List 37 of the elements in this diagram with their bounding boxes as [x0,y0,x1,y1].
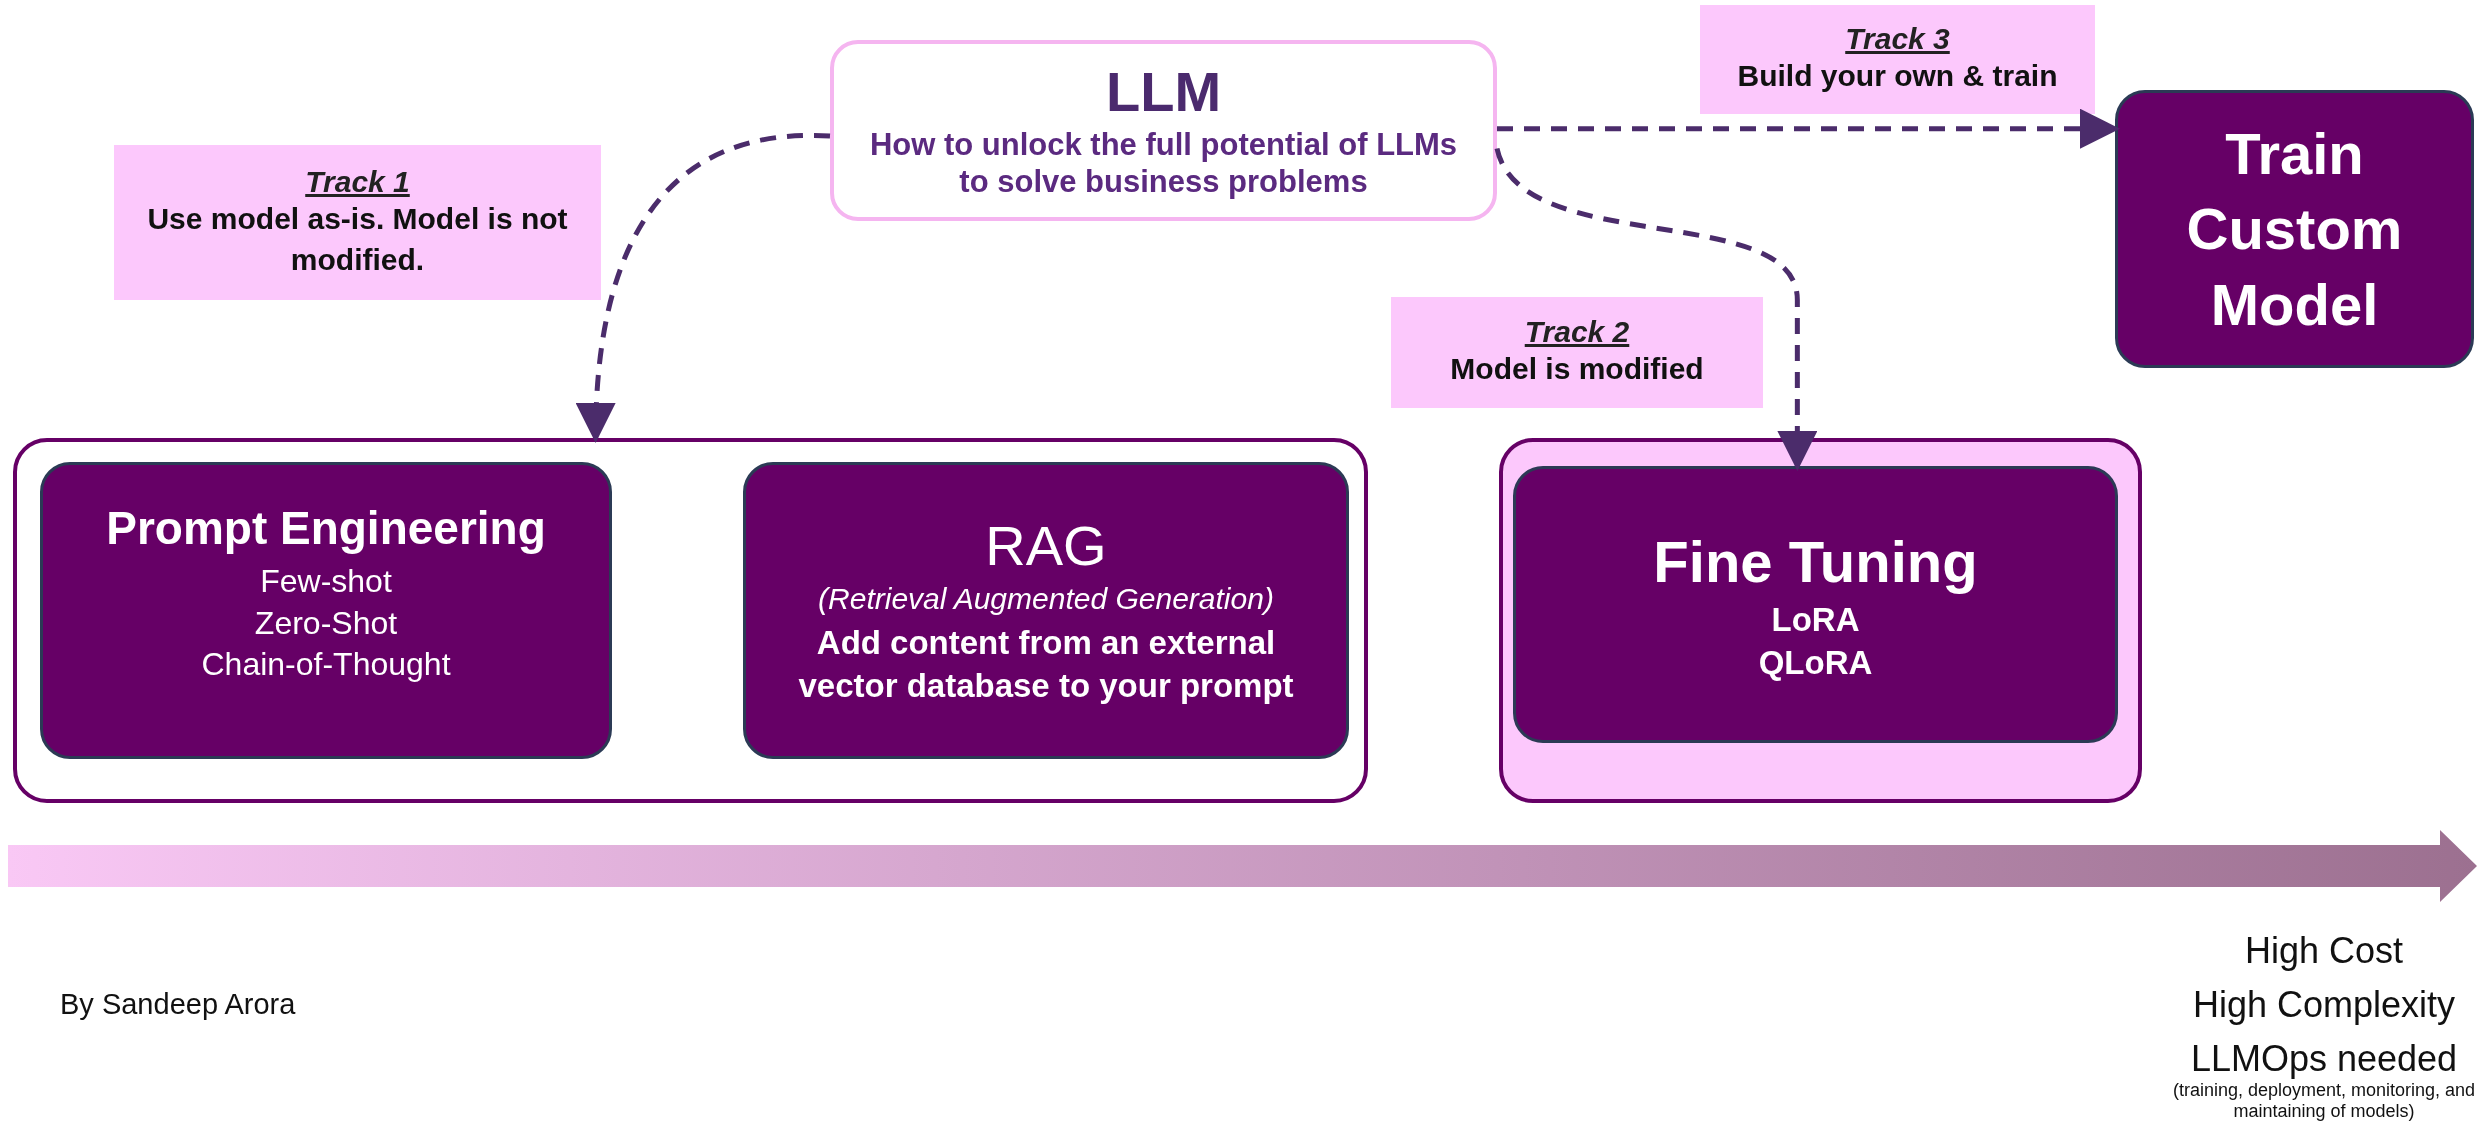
description: Model is modified [1450,351,1704,388]
arrow [1494,147,1818,471]
subtitle: (Retrieval Augmented Generation) [818,582,1274,617]
description: Add content from an external vector database to your prompt [797,623,1295,706]
note-box [1700,5,2095,114]
note-box [114,145,601,300]
process-box [40,462,612,759]
arrow [576,133,830,443]
note-box [1391,297,1763,408]
footnote: (training, deployment, monitoring, and maintaining of models) [2171,1080,2477,1122]
heading: Train Custom Model [2185,119,2404,339]
list-item: Zero-Shot [254,603,398,643]
subtitle: How to unlock the full potential of LLMs to solve business problems [868,125,1459,201]
concept-box [830,40,1497,221]
author-credit: By Sandeep Arora [60,988,296,1021]
group-frame [13,438,1368,803]
process-box [2115,90,2474,368]
description: Build your own & train [1737,58,2058,95]
heading: Fine Tuning [1653,527,1978,596]
heading: Prompt Engineering [106,501,546,555]
list-item: Chain-of-Thought [201,645,451,685]
note: High Cost [2244,930,2404,972]
process-box [743,462,1349,759]
list-item: QLoRA [1758,643,1873,684]
heading: Track 2 [1524,315,1630,350]
heading: RAG [985,513,1107,579]
process-box [1513,466,2118,743]
note: High Complexity [2192,984,2456,1026]
group-panel [1499,438,2142,803]
heading: Track 1 [305,165,410,199]
list-item: LoRA [1771,600,1860,641]
heading: LLM [1105,58,1222,124]
description: Use model as-is. Model is not modified. [146,201,569,278]
arrow [1497,108,2120,149]
note: LLMOps needed [2190,1038,2458,1080]
list-item: Few-shot [260,562,392,601]
heading: Track 3 [1845,22,1950,57]
